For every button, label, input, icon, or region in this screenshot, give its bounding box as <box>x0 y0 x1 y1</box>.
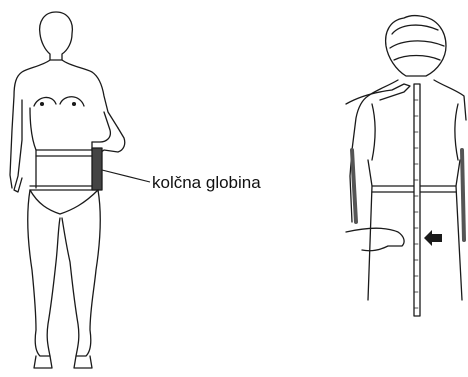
figure-head <box>40 12 73 60</box>
front-figure <box>10 12 125 368</box>
hip-depth-tape <box>92 148 102 190</box>
helper-hand <box>346 84 410 104</box>
figure-right-leg <box>62 190 100 356</box>
helper-hand-lower <box>346 228 404 251</box>
arrow-icon <box>424 230 442 246</box>
figure-left-arm <box>14 100 22 192</box>
back-length-tape <box>414 84 420 316</box>
waist-band <box>36 150 94 156</box>
hip-band <box>30 186 98 190</box>
figure-left-leg <box>28 190 60 356</box>
back-figure <box>346 16 466 316</box>
hip-depth-label: kolčna globina <box>152 173 261 193</box>
figure-torso <box>30 108 96 188</box>
callout-line <box>102 170 150 182</box>
